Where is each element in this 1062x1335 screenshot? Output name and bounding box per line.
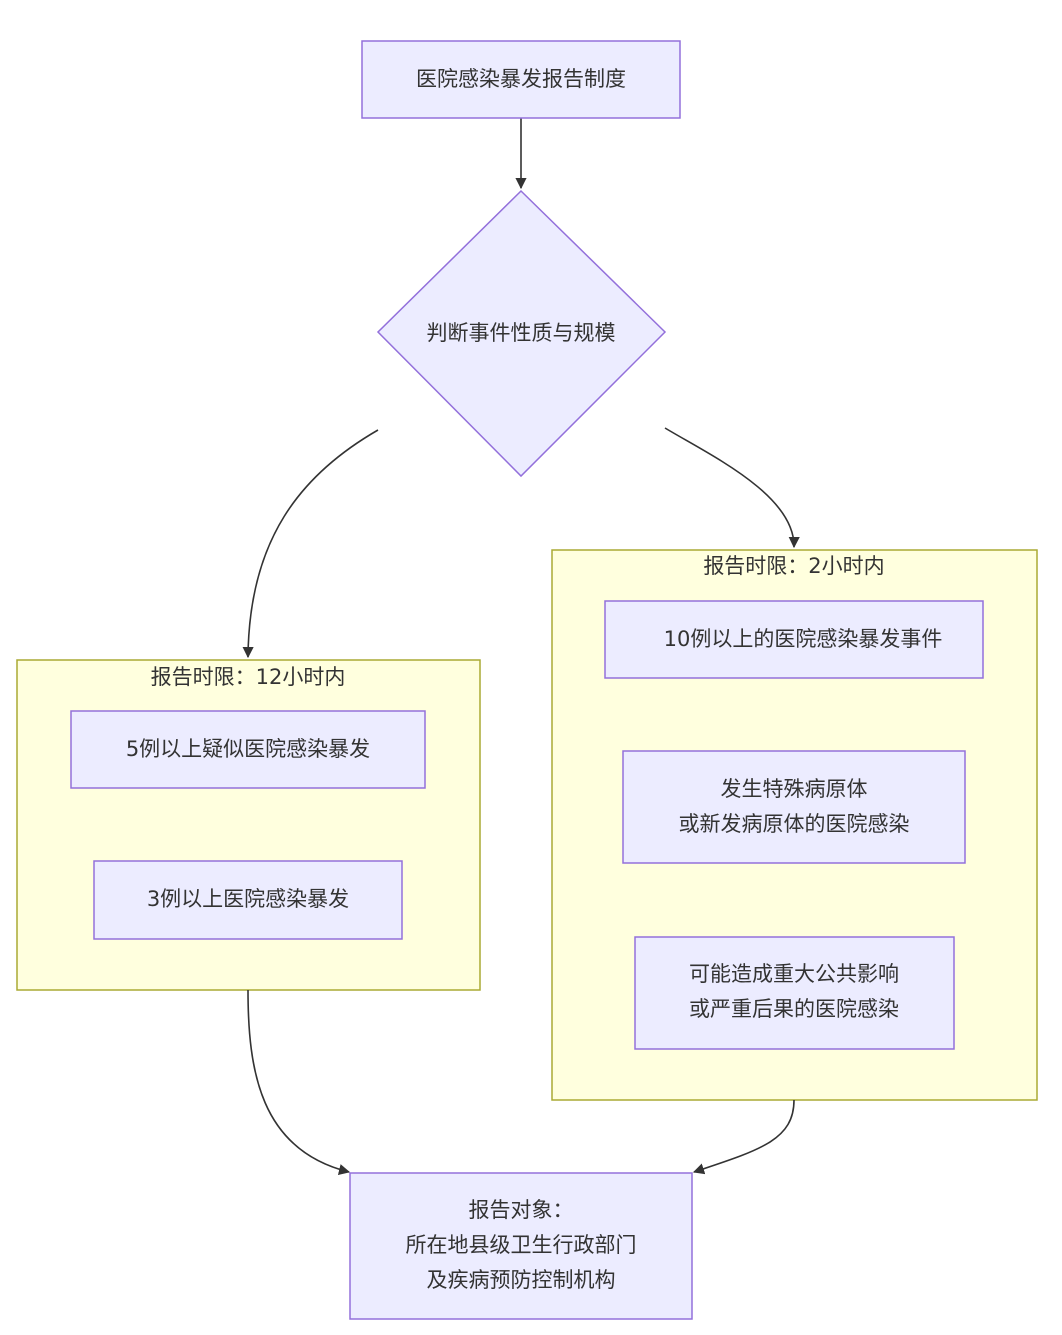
- node-report-target: 报告对象： 所在地县级卫生行政部门 及疾病预防控制机构: [349, 1172, 693, 1320]
- node-title-label: 医院感染暴发报告制度: [416, 67, 626, 91]
- node-right-item-1: 10例以上的医院感染暴发事件: [604, 600, 984, 679]
- edge-decision-to-2h: [664, 427, 800, 549]
- node-right-item-3: 可能造成重大公共影响 或严重后果的医院感染: [634, 936, 955, 1050]
- node-left-item-2: 3例以上医院感染暴发: [93, 860, 403, 940]
- node-decision: 判断事件性质与规模: [376, 189, 667, 478]
- node-left-item-2-label: 3例以上医院感染暴发: [147, 887, 349, 911]
- cluster-2-hours-title: 报告时限：2小时内: [703, 554, 884, 578]
- edge-decision-to-12h: [242, 429, 379, 659]
- node-report-target-line-3: 及疾病预防控制机构: [427, 1268, 616, 1292]
- node-left-item-1: 5例以上疑似医院感染暴发: [70, 710, 426, 789]
- node-right-item-2-line-2: 或新发病原体的医院感染: [679, 812, 910, 836]
- edge-12h-to-report-target: [247, 989, 351, 1176]
- cluster-12-hours-title: 报告时限：12小时内: [151, 665, 346, 689]
- node-decision-label: 判断事件性质与规模: [427, 321, 616, 345]
- edge-2h-to-report-target: [692, 1099, 795, 1175]
- node-report-target-line-1: 报告对象：: [469, 1198, 574, 1222]
- cluster-12-hours: 报告时限：12小时内: [16, 659, 481, 991]
- node-right-item-2: 发生特殊病原体 或新发病原体的医院感染: [622, 750, 966, 864]
- node-left-item-1-label: 5例以上疑似医院感染暴发: [126, 737, 370, 761]
- node-right-item-3-line-2: 或严重后果的医院感染: [689, 997, 899, 1021]
- node-report-target-line-2: 所在地县级卫生行政部门: [406, 1233, 637, 1257]
- node-right-item-2-line-1: 发生特殊病原体: [721, 777, 868, 801]
- node-right-item-1-label: 10例以上的医院感染暴发事件: [664, 627, 943, 651]
- node-title: 医院感染暴发报告制度: [361, 40, 681, 119]
- node-right-item-3-line-1: 可能造成重大公共影响: [689, 962, 899, 986]
